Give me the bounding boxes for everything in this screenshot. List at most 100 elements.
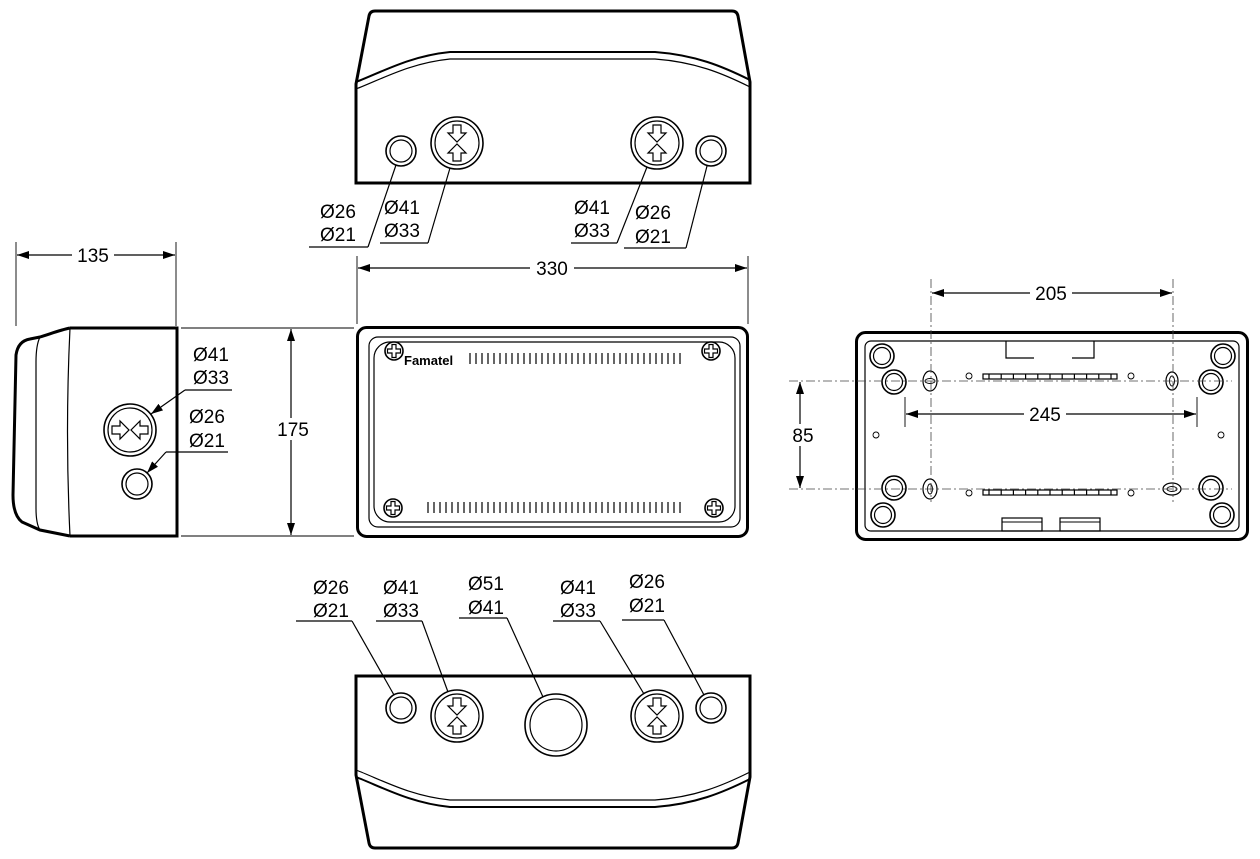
- back-pin-hole: [1127, 489, 1135, 497]
- front-outer-frame: [356, 326, 749, 538]
- depth-value: 135: [77, 246, 109, 267]
- top-hole-3-leader: [616, 166, 648, 244]
- top-hole-2-inner-dia: Ø33: [384, 221, 420, 242]
- bottom-hole-5-inner-dia: Ø21: [629, 596, 665, 617]
- brand-logo: Famatel: [404, 353, 453, 368]
- back-tab-top-left: [1005, 341, 1034, 359]
- side-lid-outline: [11, 326, 71, 538]
- side-knockout: [103, 403, 157, 457]
- back-boss-corner-br: [1209, 502, 1235, 528]
- back-centre-lines: [789, 279, 1232, 502]
- dimension-depth: 135: [15, 242, 177, 326]
- bottom-hole-3-leader: [506, 617, 544, 698]
- vent-row-top: [469, 353, 681, 364]
- fixing-outer-label-bg: [1024, 404, 1066, 424]
- top-hole-1-inner-dia: Ø21: [320, 225, 356, 246]
- front-lid-edge: [368, 336, 741, 528]
- depth-label-bg: [72, 245, 114, 265]
- vent-row-bottom: [427, 502, 681, 513]
- top-hole-small-right: [695, 135, 727, 167]
- bottom-knockout-right: [630, 689, 684, 743]
- fixing-vertical-label-bg: [789, 424, 817, 446]
- back-pin-hole: [965, 372, 973, 380]
- back-boss-inner-br: [1198, 475, 1224, 501]
- back-pin-hole: [872, 431, 880, 439]
- top-knockout-right: [630, 116, 684, 170]
- top-hole-3-inner-dia: Ø33: [574, 221, 610, 242]
- back-boss-corner-tr: [1210, 343, 1236, 369]
- dimension-fixing-vertical: 85: [789, 382, 817, 488]
- top-hole-3-outer-dia: Ø41: [574, 198, 610, 219]
- bottom-hole-1-outer-dia: Ø26: [313, 578, 349, 599]
- bottom-hole-5-outer-dia: Ø26: [629, 572, 665, 593]
- side-lid-edge: [35, 336, 41, 531]
- bottom-hole-3-outer-dia: Ø51: [468, 574, 504, 595]
- back-boss-inner-bl: [881, 475, 907, 501]
- back-boss-corner-bl: [870, 502, 896, 528]
- dimension-fixing-outer: 245: [904, 397, 1198, 427]
- back-tab-top-right: [1072, 341, 1095, 359]
- back-pin-hole: [965, 489, 973, 497]
- side-hole-small: [121, 468, 153, 500]
- bottom-hole-small-right: [695, 692, 727, 724]
- fixing-vertical-value: 85: [792, 426, 813, 447]
- back-inner-frame: [864, 340, 1240, 532]
- side-hole-2-inner-dia: Ø21: [189, 431, 225, 452]
- top-hole-4-inner-dia: Ø21: [635, 227, 671, 248]
- screw-top-right: [701, 341, 721, 361]
- height-value: 175: [277, 420, 309, 441]
- back-rail-bottom-ribs: [988, 490, 1112, 495]
- back-outer-frame: [855, 331, 1249, 541]
- bottom-hole-2-outer-dia: Ø41: [383, 578, 419, 599]
- bottom-view-lid-edge: [355, 776, 751, 808]
- fixing-outer-value: 245: [1029, 405, 1061, 426]
- dimension-height: 175: [181, 327, 354, 537]
- side-view: Ø41 Ø33 Ø26 Ø21: [11, 326, 232, 538]
- width-label-bg: [530, 258, 574, 278]
- dimension-width: 330: [356, 256, 749, 324]
- bottom-hole-small-left: [385, 692, 417, 724]
- top-hole-4-leader: [685, 165, 708, 249]
- bottom-hole-1-inner-dia: Ø21: [313, 601, 349, 622]
- bottom-hole-5-leader: [663, 619, 705, 696]
- top-knockout-left: [430, 116, 484, 170]
- bottom-hole-4-inner-dia: Ø33: [560, 601, 596, 622]
- side-lid-joint: [66, 327, 71, 537]
- fixing-inner-label-bg: [1030, 283, 1072, 303]
- dimension-fixing-inner: 205: [932, 283, 1172, 305]
- back-boss-inner-tl: [881, 369, 907, 395]
- fixing-inner-value: 205: [1035, 284, 1067, 305]
- height-label-bg: [273, 418, 313, 440]
- back-boss-corner-tl: [869, 343, 895, 369]
- bottom-hole-4-leader: [599, 620, 645, 695]
- bottom-hole-1-leader: [351, 620, 395, 696]
- bottom-hole-large-centre-inner: [529, 698, 583, 752]
- top-hole-small-left: [385, 135, 417, 167]
- screw-bottom-left: [383, 498, 403, 518]
- side-body-outline: [70, 326, 179, 538]
- screw-top-left: [384, 341, 404, 361]
- side-hole-2-leader: [146, 451, 167, 474]
- bottom-hole-2-inner-dia: Ø33: [383, 601, 419, 622]
- bottom-view-outline: [354, 674, 752, 850]
- top-view-outline: [354, 9, 752, 185]
- top-view-lid-edge: [355, 51, 751, 83]
- back-boss-inner-tr: [1198, 369, 1224, 395]
- bottom-hole-2-leader: [421, 620, 449, 693]
- back-pin-hole: [1217, 431, 1225, 439]
- bottom-hole-4-outer-dia: Ø41: [560, 578, 596, 599]
- side-hole-1-outer-dia: Ø41: [193, 345, 229, 366]
- top-hole-2-leader: [427, 167, 451, 244]
- bottom-view: Ø26 Ø21 Ø41 Ø33 Ø51 Ø41 Ø41 Ø33 Ø26 Ø21: [296, 572, 752, 850]
- bottom-view-lid-edge-inner: [355, 769, 751, 801]
- side-hole-2-outer-dia: Ø26: [189, 407, 225, 428]
- bottom-hole-large-centre-outer: [524, 693, 588, 757]
- top-view: Ø26 Ø21 Ø41 Ø33 Ø41 Ø33 Ø26 Ø21: [309, 9, 752, 249]
- front-lid-panel: [373, 341, 736, 523]
- front-view: Famatel: [356, 326, 749, 538]
- side-hole-1-inner-dia: Ø33: [193, 368, 229, 389]
- top-hole-1-outer-dia: Ø26: [320, 202, 356, 223]
- back-rail-top-ribs: [988, 374, 1112, 379]
- screw-bottom-right: [704, 498, 724, 518]
